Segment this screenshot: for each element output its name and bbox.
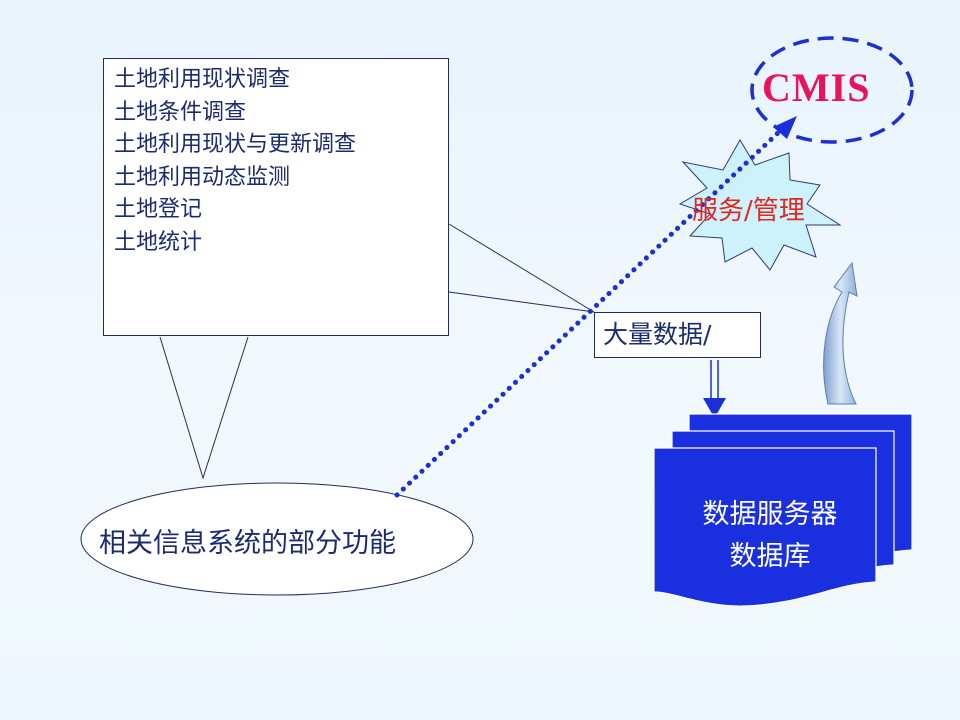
- connector-line-upper: [448, 223, 595, 313]
- connector-line-lower: [448, 291, 595, 313]
- curved-up-arrow-icon: [823, 261, 858, 405]
- dotted-link-line: [394, 127, 784, 498]
- service-starburst: [678, 139, 842, 271]
- callout-pointer: [159, 336, 249, 480]
- land-function-item: 土地条件调查: [114, 99, 247, 125]
- data-box: 大量数据/: [594, 312, 761, 358]
- land-function-item: 土地利用现状调查: [114, 67, 291, 92]
- land-function-item: 土地利用现状与更新调查: [114, 132, 357, 158]
- database-server-label: 数据服务器: [702, 499, 838, 530]
- land-function-item: 土地利用动态监测: [114, 164, 291, 190]
- info-system-label: 相关信息系统的部分功能: [99, 528, 396, 559]
- land-function-item: 土地登记: [114, 197, 203, 223]
- cmis-label: CMIS: [762, 65, 871, 110]
- down-arrow-head-icon: [703, 398, 726, 418]
- info-system-ellipse: [80, 482, 474, 596]
- database-label: 数据库: [729, 541, 811, 572]
- database-page-front: [653, 447, 877, 607]
- land-functions-box: 土地利用现状调查 土地条件调查 土地利用现状与更新调查 土地利用动态监测 土地登…: [103, 58, 449, 336]
- land-function-item: 土地统计: [114, 229, 203, 255]
- service-management-label: 服务/管理: [692, 196, 805, 226]
- cmis-ellipse: [750, 36, 914, 144]
- dotted-link-arrowhead-icon: [773, 116, 797, 139]
